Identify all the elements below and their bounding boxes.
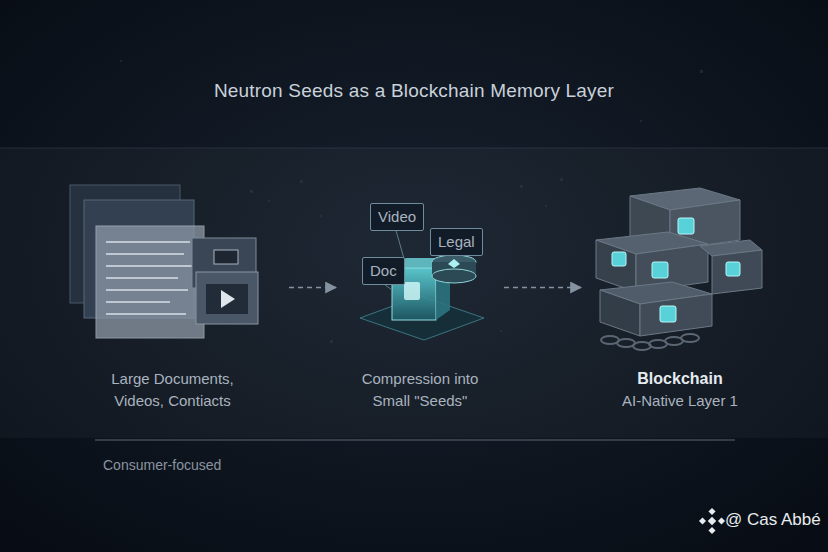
stage-column: Compression into Small "Seeds" VideoLegal… [340, 170, 500, 420]
tag-label: Legal [438, 231, 475, 253]
tag-label: Video [378, 206, 416, 228]
note: Consumer-focused [103, 457, 221, 473]
tag-box: Legal [430, 228, 483, 256]
stage-label: Large Documents, Videos, Contiacts [98, 368, 248, 412]
tag-box: Doc [362, 257, 405, 285]
stage-column: BlockchainAI-Native Layer 1 [585, 170, 775, 420]
tag-label: Doc [370, 260, 397, 282]
stage-label: Compression into Small "Seeds" [350, 368, 490, 412]
title: Neutron Seeds as a Blockchain Memory Lay… [0, 80, 828, 102]
tag-box: Video [370, 203, 424, 231]
stage-label: AI-Native Layer 1 [622, 390, 738, 412]
dashed-arrow [289, 287, 336, 289]
stage-label: Blockchain [637, 368, 722, 390]
dashed-arrow [504, 287, 581, 289]
watermark: @ Cas Abbé [725, 510, 821, 530]
stage-column: Large Documents, Videos, Contiacts [60, 170, 285, 420]
